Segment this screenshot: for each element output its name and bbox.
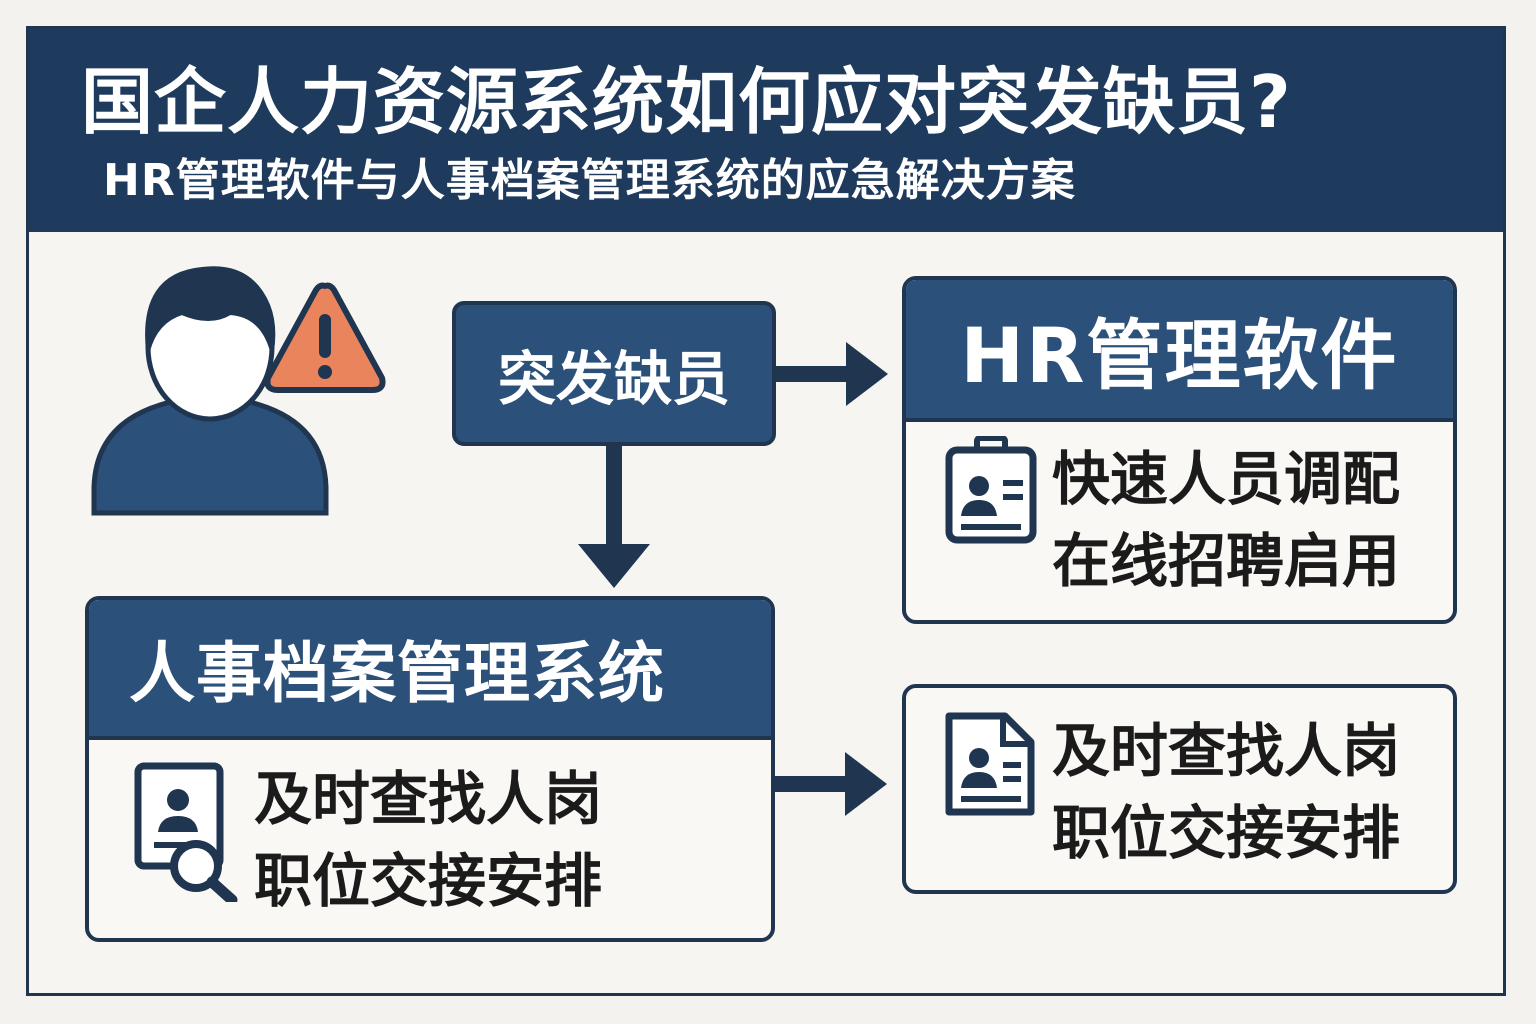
hr-software-header: HR管理软件 bbox=[906, 280, 1453, 422]
id-card-icon bbox=[945, 436, 1037, 544]
header-banner: 国企人力资源系统如何应对突发缺员? HR管理软件与人事档案管理系统的应急解决方案 bbox=[29, 29, 1503, 232]
arrow-right-icon bbox=[773, 750, 889, 820]
page-title: 国企人力资源系统如何应对突发缺员? bbox=[81, 60, 1292, 144]
records-system-line-2: 职位交接安排 bbox=[254, 847, 603, 915]
records-system-line-1: 及时查找人岗 bbox=[254, 765, 603, 833]
page-subtitle: HR管理软件与人事档案管理系统的应急解决方案 bbox=[103, 155, 1076, 206]
hr-software-line-2: 在线招聘启用 bbox=[1052, 527, 1401, 595]
records-system-title: 人事档案管理系统 bbox=[129, 635, 665, 712]
arrow-right-icon bbox=[774, 340, 890, 410]
result-line-1: 及时查找人岗 bbox=[1052, 717, 1401, 785]
hr-software-title: HR管理软件 bbox=[960, 311, 1399, 400]
result-line-2: 职位交接安排 bbox=[1052, 799, 1401, 867]
trigger-box: 突发缺员 bbox=[452, 301, 776, 446]
document-icon bbox=[945, 712, 1035, 816]
trigger-label: 突发缺员 bbox=[497, 344, 730, 413]
person-icon bbox=[90, 255, 330, 520]
records-system-header: 人事档案管理系统 bbox=[89, 600, 771, 740]
warning-icon bbox=[262, 280, 388, 396]
document-search-icon bbox=[134, 762, 238, 902]
hr-software-line-1: 快速人员调配 bbox=[1052, 445, 1401, 513]
arrow-down-icon bbox=[576, 444, 652, 590]
